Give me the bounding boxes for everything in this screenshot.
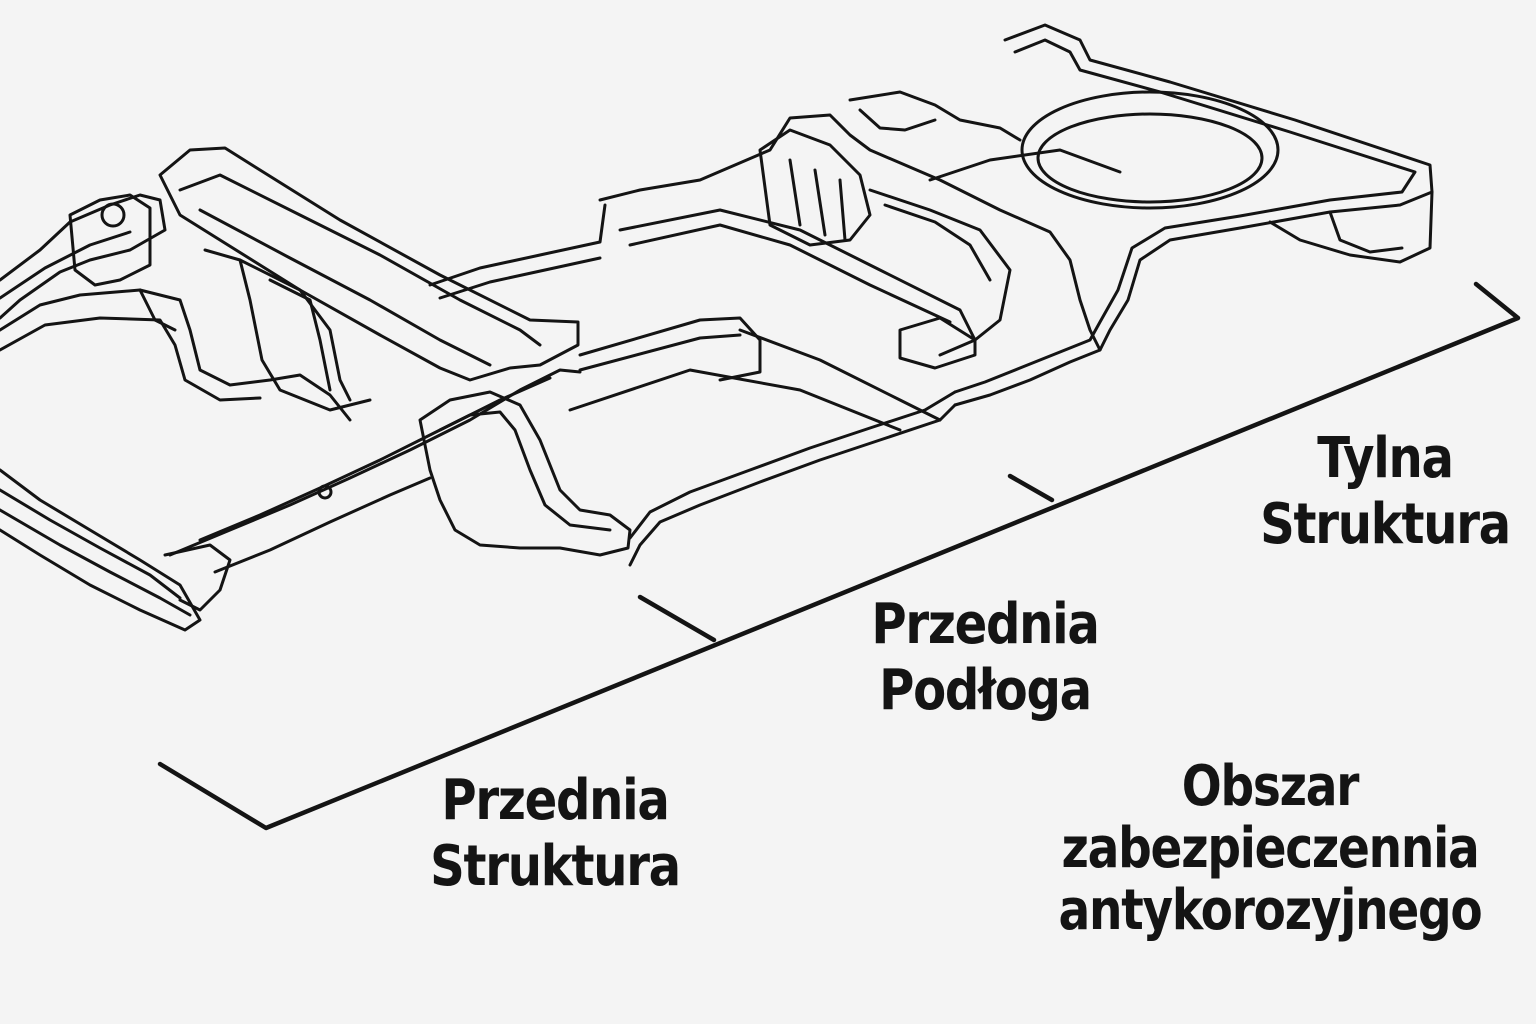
front-bumper-beam-inner: [0, 488, 182, 600]
left-sill-inner: [438, 256, 602, 300]
label-corrosion-area: Obszar zabezpieczennia antykorozyjnego: [1052, 756, 1489, 942]
center-tunnel-top: [628, 223, 952, 324]
rear-floor-outline: [953, 23, 1434, 407]
rear-seat-pan: [868, 188, 1012, 342]
rear-floor-inner: [953, 38, 1417, 394]
front-frame-loop-inner: [0, 316, 262, 402]
left-strut-tower: [68, 193, 152, 287]
center-tunnel: [618, 208, 977, 357]
floor-line-b: [738, 328, 942, 422]
floor-pan-outline: [598, 113, 1102, 352]
rear-tail-fold: [1328, 210, 1404, 254]
label-front-structure-line1: Przednia: [441, 768, 669, 833]
label-front-floor: Przednia Podłoga: [852, 592, 1119, 724]
left-bracket: [138, 288, 177, 332]
right-wheel-arch-inner: [438, 410, 612, 532]
floor-pan-lower-edge-inner: [628, 390, 957, 540]
rear-seat-pan-inner: [883, 203, 992, 282]
seat-crossmember: [758, 128, 872, 247]
engine-bay-apron: [238, 258, 352, 402]
label-corrosion-area-line1: Obszar: [1181, 754, 1360, 819]
label-front-floor-line1: Przednia: [871, 592, 1099, 657]
rear-rail-lower: [858, 108, 937, 132]
tunnel-block: [898, 316, 977, 370]
front-frame-loop: [0, 288, 352, 422]
label-front-structure-line2: Struktura: [430, 834, 681, 899]
right-front-rail: [168, 368, 582, 557]
spare-wheel-well-outer: [1020, 90, 1280, 210]
floor-cross-beam-top: [578, 333, 742, 372]
label-rear-structure-line1: Tylna: [1317, 426, 1454, 491]
floor-line-a: [568, 368, 902, 432]
seat-crossmember-ribs: [788, 158, 847, 242]
floor-pan-lower-edge: [628, 403, 957, 567]
right-front-end: [163, 543, 232, 612]
label-front-floor-line2: Podłoga: [879, 658, 1092, 723]
engine-bay-apron-inner: [268, 278, 332, 392]
upper-cross-beam-lower: [198, 208, 492, 367]
label-rear-structure: Tylna Struktura: [1252, 426, 1519, 558]
front-bumper-beam: [0, 468, 202, 632]
right-rail-hole: [317, 484, 333, 500]
spare-wheel-well-inner: [1036, 112, 1264, 204]
front-floor-drawing: [428, 113, 1102, 567]
bracket-main-line: [157, 281, 1521, 831]
rear-tail-underside: [1268, 190, 1434, 264]
label-corrosion-area-line3: antykorozyjnego: [1058, 878, 1483, 943]
left-strut-tower-hole: [100, 202, 126, 228]
front-structure-drawing: [0, 146, 632, 632]
rear-crossmember: [928, 148, 1122, 182]
label-rear-structure-line2: Struktura: [1260, 492, 1511, 557]
right-front-rail-lower: [213, 476, 432, 574]
upper-cross-beam-inner: [178, 173, 542, 347]
right-front-rail-top: [198, 376, 552, 542]
rear-rail: [848, 90, 1022, 142]
rear-structure-drawing: [848, 23, 1434, 407]
bracket-divider-front-floor: [637, 594, 717, 643]
label-corrosion-area-line2: zabezpieczennia: [1061, 816, 1480, 881]
floor-cross-beam: [578, 316, 762, 382]
right-wheel-arch: [418, 390, 632, 557]
bracket-divider-floor-rear: [1007, 473, 1055, 503]
left-front-rail-inner: [0, 230, 132, 300]
left-sill: [428, 203, 607, 287]
front-bumper-beam-bottom: [0, 508, 192, 617]
left-front-rail: [0, 193, 167, 320]
label-front-structure: Przednia Struktura: [422, 768, 689, 900]
upper-cross-beam: [158, 146, 580, 382]
section-bracket: [157, 281, 1521, 831]
